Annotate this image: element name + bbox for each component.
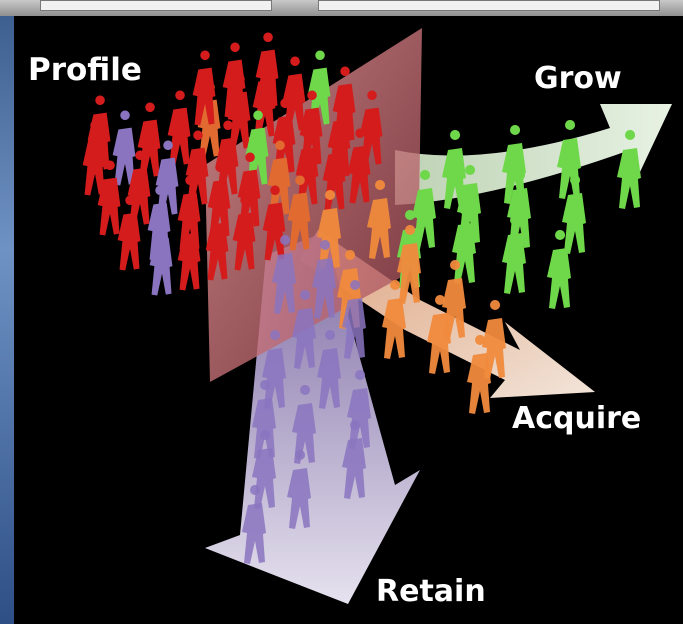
retain-label: Retain <box>376 574 486 609</box>
person-figure <box>113 111 136 186</box>
acquire-label: Acquire <box>512 401 641 436</box>
person-figure <box>138 103 161 178</box>
person-figure <box>168 91 191 166</box>
person-figure <box>557 120 581 199</box>
grow-label: Grow <box>534 61 622 96</box>
profile-label: Profile <box>28 52 142 88</box>
